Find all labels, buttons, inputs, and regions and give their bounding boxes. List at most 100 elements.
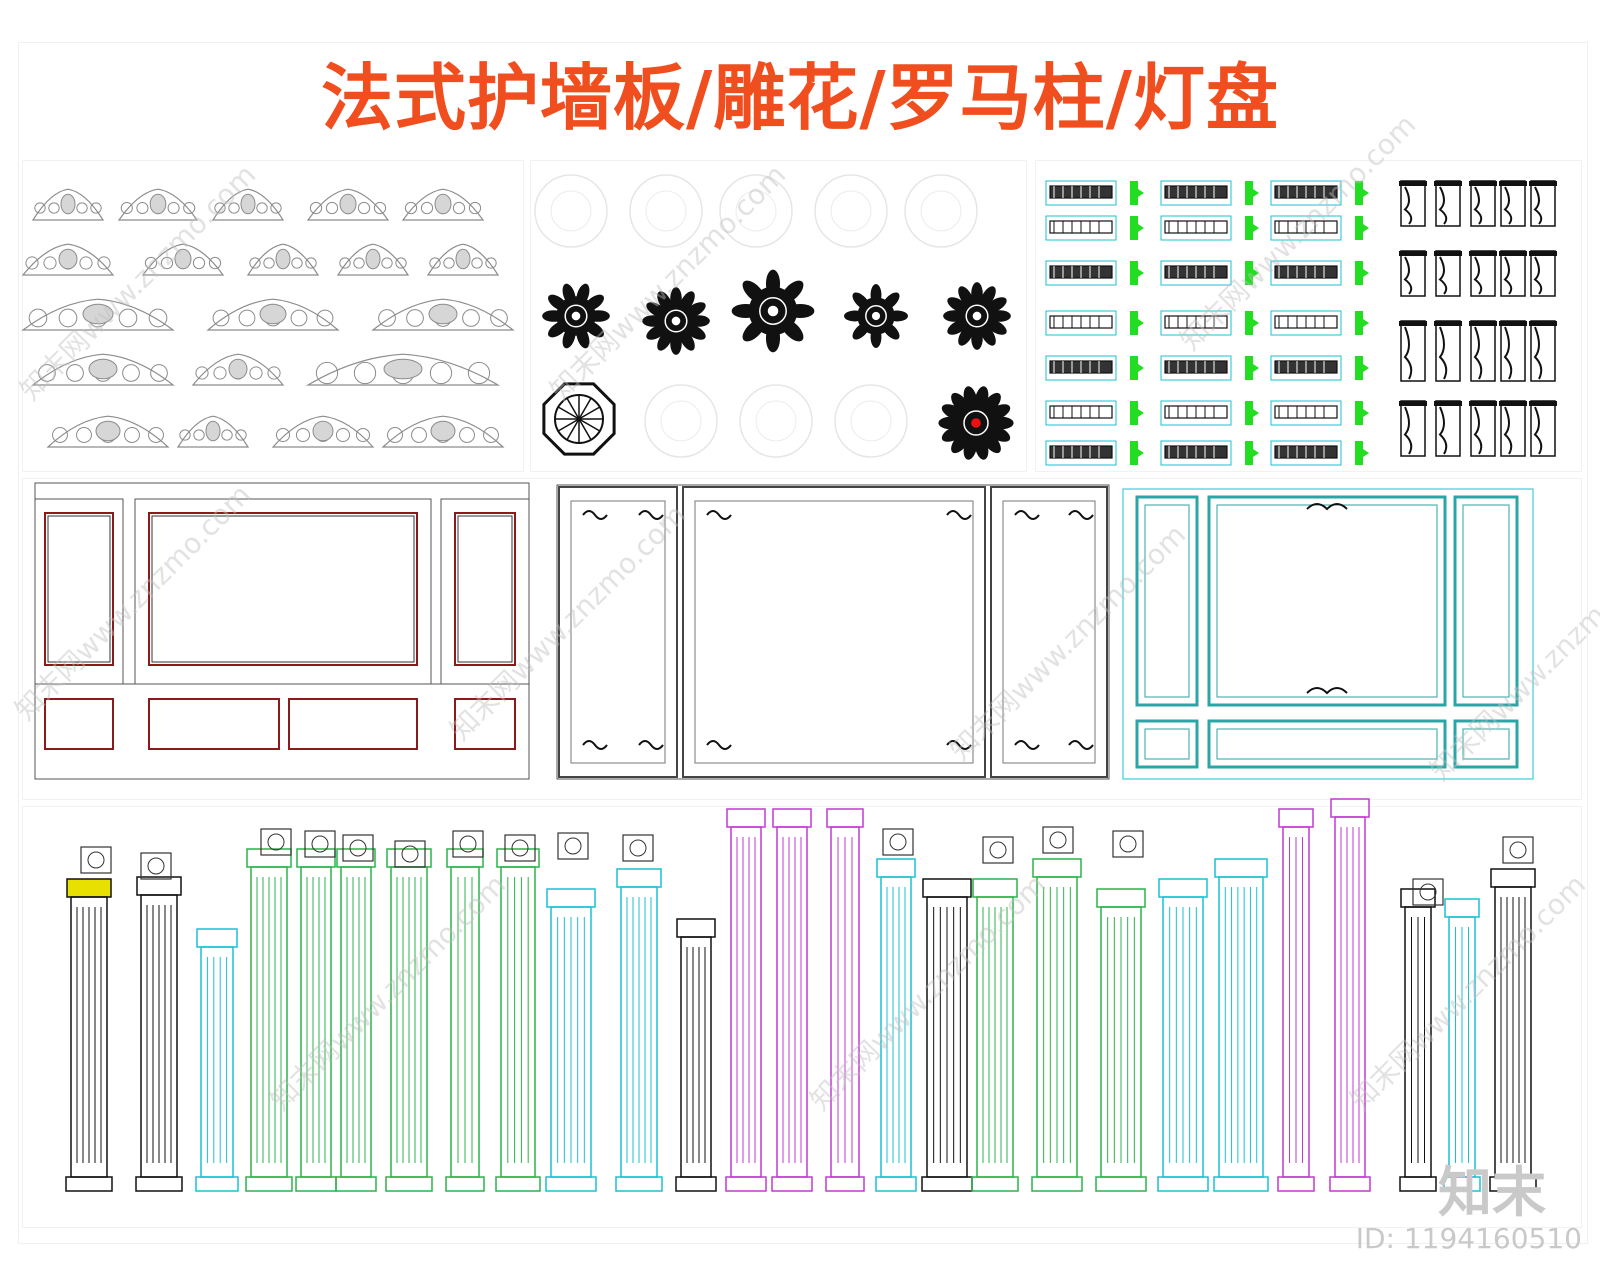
roman-column bbox=[195, 928, 239, 1192]
column-detail-motif bbox=[349, 839, 367, 857]
ornament-scroll bbox=[490, 309, 508, 327]
carved-ornament bbox=[141, 243, 225, 276]
corbel-carving bbox=[1503, 326, 1513, 380]
molding-section-profile bbox=[1355, 181, 1369, 205]
ornament-scroll bbox=[192, 256, 206, 270]
molding-box bbox=[1270, 440, 1342, 466]
molding-section-profile bbox=[1245, 311, 1259, 335]
molding-box bbox=[1270, 310, 1342, 336]
ornament-scroll bbox=[267, 366, 281, 380]
upper-panel-inner bbox=[457, 515, 513, 663]
panel-bay bbox=[34, 498, 124, 685]
moldings-corbels-section bbox=[1035, 160, 1582, 472]
lower-panel-molding bbox=[1135, 719, 1199, 769]
faint-medallion-inner bbox=[645, 190, 687, 232]
ornament-scroll bbox=[483, 427, 499, 443]
column-detail-section bbox=[304, 830, 336, 858]
corbel-cap bbox=[1469, 181, 1497, 186]
octagon-spoke bbox=[557, 418, 580, 432]
roman-column bbox=[335, 848, 377, 1192]
roman-column bbox=[445, 848, 485, 1192]
corbel-carving bbox=[1438, 256, 1448, 295]
molding-box bbox=[1270, 215, 1342, 241]
molding-profile bbox=[1160, 180, 1259, 206]
molding-box bbox=[1045, 260, 1117, 286]
ornament-center bbox=[428, 303, 458, 325]
corbel-carving bbox=[1438, 186, 1448, 225]
molding-profile bbox=[1045, 400, 1144, 426]
column-detail-section bbox=[1412, 878, 1444, 906]
column-detail-motif bbox=[564, 837, 582, 855]
ornament-scroll bbox=[353, 361, 377, 385]
corbel-outline bbox=[1470, 320, 1496, 382]
carved-ornaments-section bbox=[21, 160, 524, 472]
ornament-scroll bbox=[263, 257, 275, 269]
column-detail-motif bbox=[147, 857, 165, 875]
corbel bbox=[1529, 250, 1557, 297]
column-capital bbox=[386, 848, 432, 868]
corbel bbox=[1499, 250, 1527, 297]
carved-ornament bbox=[31, 353, 175, 386]
molding-box bbox=[1160, 215, 1232, 241]
ornament-center bbox=[240, 193, 256, 215]
ornament-scroll bbox=[275, 427, 291, 443]
corbel-outline bbox=[1400, 400, 1426, 457]
corbel-cap bbox=[1469, 401, 1497, 406]
column-capital bbox=[876, 858, 916, 878]
corbel-carving bbox=[1403, 186, 1413, 225]
ornament-scroll bbox=[213, 366, 227, 380]
panel-bay bbox=[558, 486, 678, 778]
molding-profile bbox=[1045, 310, 1144, 336]
molding-section-profile bbox=[1130, 311, 1144, 335]
carved-ornament bbox=[381, 415, 505, 448]
column-detail-section bbox=[1042, 826, 1074, 854]
faint-medallion-inner bbox=[550, 190, 592, 232]
upper-panel-inner bbox=[47, 515, 111, 663]
upper-panel-molding bbox=[1453, 495, 1519, 707]
panel-elevation-1 bbox=[34, 482, 530, 780]
molding-profile bbox=[1160, 260, 1259, 286]
medallion-center bbox=[571, 311, 581, 321]
column-capital bbox=[66, 878, 112, 898]
lower-panel-molding bbox=[44, 698, 114, 750]
molding-box bbox=[1045, 215, 1117, 241]
carved-ornament bbox=[211, 188, 285, 221]
column-detail-section bbox=[80, 846, 112, 874]
column-detail-motif bbox=[889, 833, 907, 851]
corbel bbox=[1434, 400, 1462, 457]
corner-ornament bbox=[638, 510, 664, 520]
corbel bbox=[1469, 250, 1497, 297]
column-detail-motif bbox=[989, 841, 1007, 859]
column-detail-section bbox=[1502, 836, 1534, 864]
ornament-scroll bbox=[167, 201, 180, 215]
ornament-scroll bbox=[150, 364, 168, 382]
ornament-center bbox=[430, 420, 456, 442]
column-detail-section bbox=[557, 832, 589, 860]
corbel-cap bbox=[1499, 251, 1527, 256]
roman-column bbox=[495, 848, 541, 1192]
column-detail-motif bbox=[1049, 831, 1067, 849]
corbel-cap bbox=[1529, 251, 1557, 256]
corbel-outline bbox=[1500, 320, 1526, 382]
ornament-scroll bbox=[468, 201, 482, 215]
roman-column bbox=[675, 918, 717, 1192]
roman-column bbox=[725, 808, 767, 1192]
column-base bbox=[675, 1176, 717, 1192]
molding-section-profile bbox=[1245, 181, 1259, 205]
upper-panel-molding bbox=[454, 512, 516, 666]
octagon-medallion bbox=[542, 382, 616, 456]
ornament-scroll bbox=[353, 257, 365, 269]
column-base bbox=[445, 1176, 485, 1192]
corbel-cap bbox=[1469, 321, 1497, 326]
corbel-cap bbox=[1529, 181, 1557, 186]
crest-ornament bbox=[1306, 503, 1348, 511]
corbel bbox=[1499, 400, 1527, 457]
corner-ornament bbox=[1014, 740, 1040, 750]
upper-panel-molding bbox=[1135, 495, 1199, 707]
medallion-ring bbox=[664, 309, 688, 333]
corbel-carving bbox=[1533, 256, 1543, 295]
ornament-center bbox=[149, 193, 167, 215]
column-detail-motif bbox=[1509, 841, 1527, 859]
corbel-cap bbox=[1434, 181, 1462, 186]
corbel-carving bbox=[1533, 186, 1543, 225]
